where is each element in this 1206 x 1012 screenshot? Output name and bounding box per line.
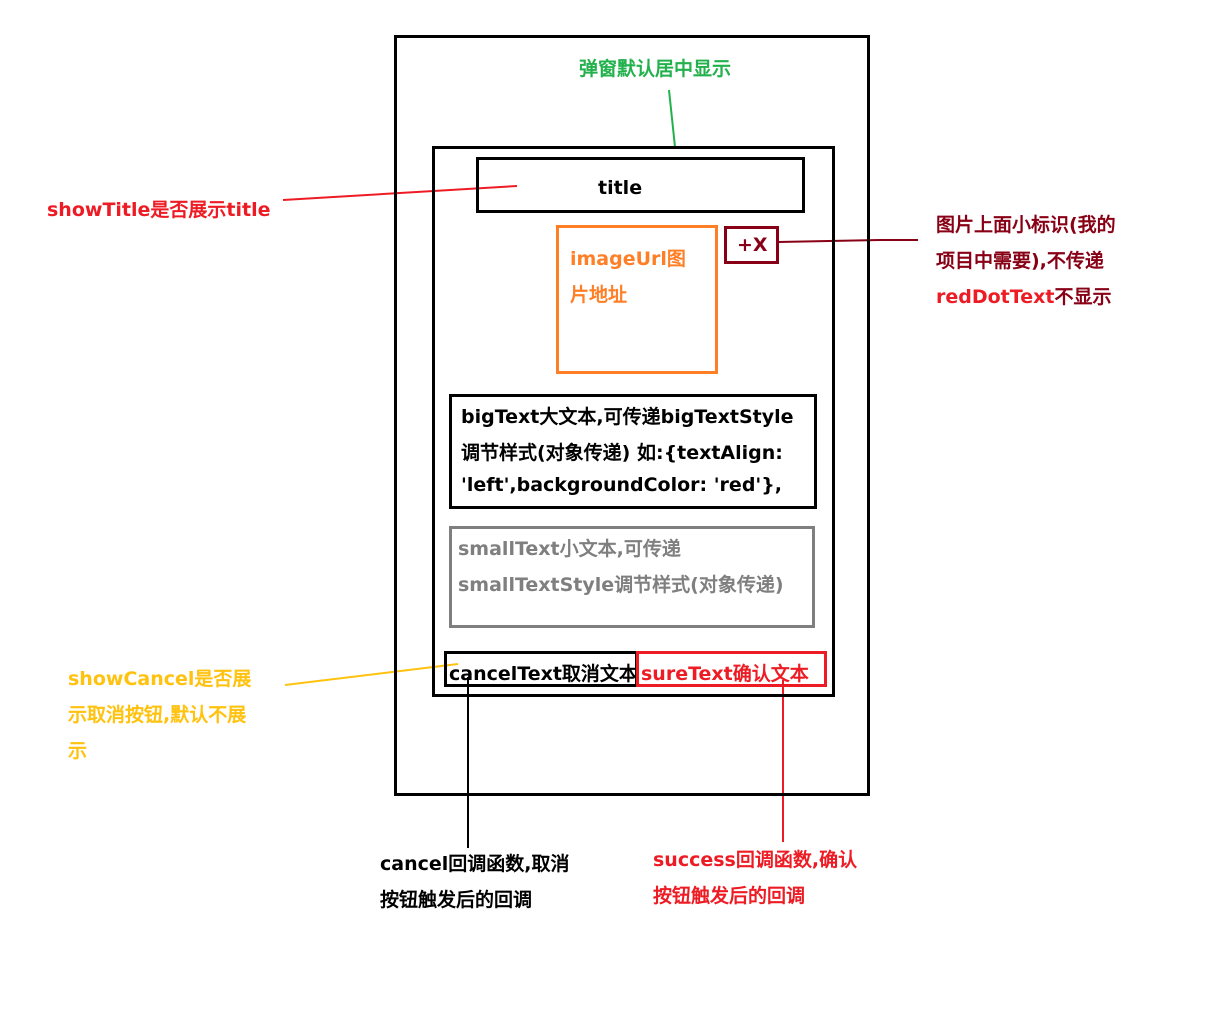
center-note: 弹窗默认居中显示: [579, 58, 732, 80]
red-dot-text: +X: [737, 234, 768, 256]
big-text-line3: 'left',backgroundColor: 'red'},: [461, 474, 782, 496]
success-callback-note-line2: 按钮触发后的回调: [653, 885, 806, 907]
small-text-line2: smallTextStyle调节样式(对象传递): [458, 574, 784, 596]
image-label-line1: imageUrl图: [570, 248, 686, 270]
cancel-button-label: cancelText取消文本: [449, 663, 638, 685]
show-cancel-line: [284, 663, 459, 686]
red-dot-note-line2: 项目中需要),不传递: [936, 250, 1104, 272]
show-title-note: showTitle是否展示title: [47, 199, 271, 221]
red-dot-note-line1: 图片上面小标识(我的: [936, 214, 1116, 236]
show-cancel-note-line3: 示: [68, 740, 88, 762]
image-box: [556, 225, 718, 374]
red-dot-note-key: redDotText: [936, 286, 1055, 308]
big-text-line2: 调节样式(对象传递) 如:{textAlign:: [461, 442, 783, 464]
red-dot-note-line3: redDotText不显示: [936, 282, 1111, 309]
screen-frame: [394, 35, 870, 796]
red-dot-badge: [724, 226, 779, 264]
image-label-line2: 片地址: [570, 284, 628, 306]
show-cancel-note-line2: 示取消按钮,默认不展: [68, 704, 247, 726]
sure-button[interactable]: [636, 651, 827, 687]
dialog-title: title: [598, 177, 643, 199]
big-text-box: [449, 394, 817, 509]
cancel-callback-note-line2: 按钮触发后的回调: [380, 889, 533, 911]
center-note-line: [668, 89, 676, 148]
small-text-line1: smallText小文本,可传递: [458, 538, 681, 560]
success-callback-note-line1: success回调函数,确认: [653, 849, 858, 871]
sure-button-label: sureText确认文本: [641, 663, 809, 685]
cancel-callback-note-line1: cancel回调函数,取消: [380, 853, 570, 875]
red-dot-line: [777, 239, 918, 243]
dialog-container: [432, 146, 835, 697]
show-cancel-note-line1: showCancel是否展: [68, 668, 252, 690]
red-dot-note-suffix: 不显示: [1054, 286, 1112, 308]
big-text-line1: bigText大文本,可传递bigTextStyle: [461, 406, 794, 428]
dialog-title-box: [476, 157, 805, 213]
small-text-box: [449, 526, 815, 628]
